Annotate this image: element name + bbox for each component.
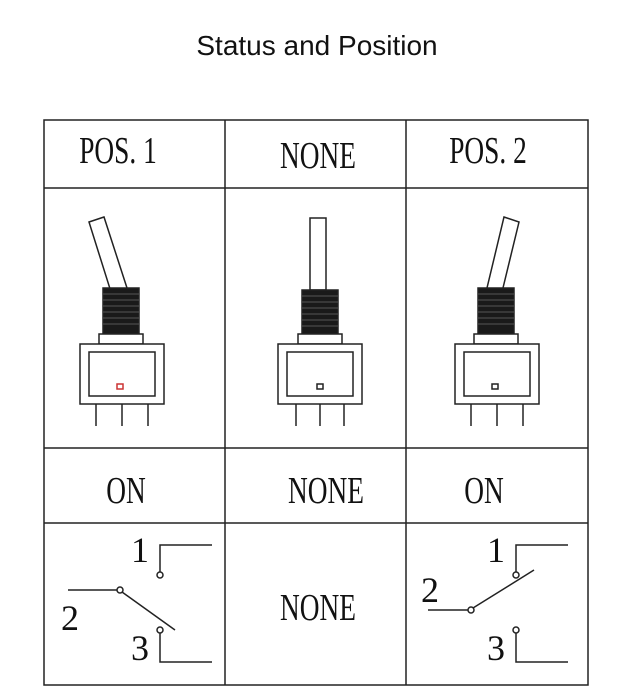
body-marker xyxy=(116,383,124,390)
terminal-1-lead xyxy=(515,544,568,572)
switch-collar xyxy=(297,333,343,345)
terminal-3-contact xyxy=(156,626,164,634)
terminal-3-lead xyxy=(515,633,568,663)
circuit-2-label-3: 3 xyxy=(487,628,505,668)
terminal-1-contact xyxy=(512,571,520,579)
toggle-switch-none xyxy=(277,217,363,426)
threaded-bushing xyxy=(477,287,515,335)
toggle-switch-pos-1 xyxy=(79,216,165,426)
terminal-3-contact xyxy=(512,626,520,634)
threaded-bushing xyxy=(301,289,339,335)
toggle-switch-pos-2 xyxy=(454,216,540,426)
header-none: NONE xyxy=(280,135,356,177)
status-none: NONE xyxy=(288,470,364,512)
table-border xyxy=(43,119,589,686)
header-pos-2: POS. 2 xyxy=(449,130,527,172)
circuit-pos-2 xyxy=(428,544,568,663)
toggle-lever xyxy=(486,216,520,293)
body-marker xyxy=(491,383,499,390)
body-marker xyxy=(316,383,324,390)
circuit-pos-1 xyxy=(68,544,212,663)
switch-body xyxy=(79,343,165,405)
circuit-1-label-3: 3 xyxy=(131,628,149,668)
header-pos-1: POS. 1 xyxy=(79,130,157,172)
circuit-2-label-2: 2 xyxy=(421,570,439,610)
switch-collar xyxy=(98,333,144,345)
switch-body xyxy=(454,343,540,405)
status-pos-1: ON xyxy=(106,470,146,512)
switch-blade xyxy=(121,591,176,631)
toggle-lever xyxy=(88,216,128,293)
terminal-1-lead xyxy=(159,544,212,572)
status-pos-2: ON xyxy=(464,470,504,512)
circuit-1-label-2: 2 xyxy=(61,598,79,638)
table-lines xyxy=(43,119,589,686)
diagram-title: Status and Position xyxy=(196,30,438,61)
switch-body xyxy=(277,343,363,405)
threaded-bushing xyxy=(102,287,140,335)
terminal-1-contact xyxy=(156,571,164,579)
switch-blade xyxy=(472,569,535,609)
switch-body-inner xyxy=(286,351,354,397)
toggle-lever xyxy=(309,217,327,291)
switch-body-inner xyxy=(463,351,531,397)
common-pivot xyxy=(467,606,475,614)
common-pivot xyxy=(116,586,124,594)
switch-body-inner xyxy=(88,351,156,397)
circuit-2-label-1: 1 xyxy=(487,530,505,570)
switch-collar xyxy=(473,333,519,345)
terminal-3-lead xyxy=(159,633,212,663)
circuit-1-label-1: 1 xyxy=(131,530,149,570)
circuit-none-label: NONE xyxy=(280,587,356,629)
